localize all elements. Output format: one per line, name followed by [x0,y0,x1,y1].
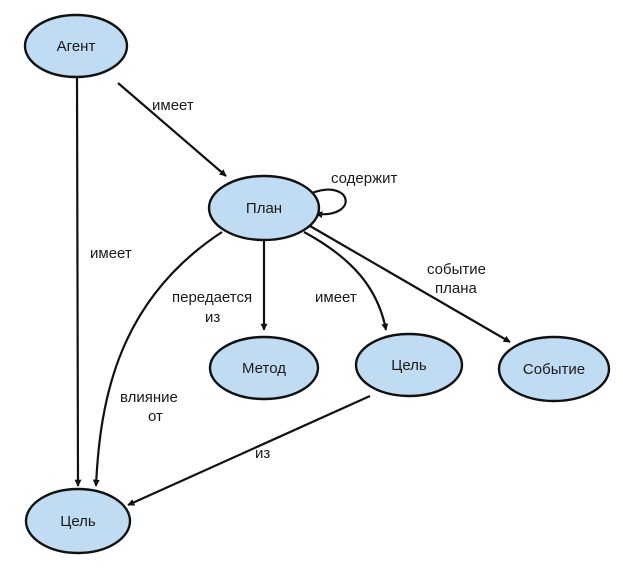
edge-plan-contains-self [311,188,347,219]
node-label-method: Метод [242,360,286,377]
node-goal-bottom: Цель [24,487,132,555]
label-plan-has-goal: имеет [315,289,357,306]
label-agent-has-plan: имеет [152,97,194,114]
node-label-event: Событие [523,361,585,378]
edge-label-text: имеет [90,245,132,262]
edge-goal-from-goal [127,394,371,507]
label-plan-passed-from: передается из [172,289,252,326]
edge-label-line1: передается [172,289,252,306]
label-goal-from: из [255,445,270,462]
edge-agent-has-goal [74,76,82,487]
edge-label-text: имеет [152,97,194,114]
label-plan-contains: содержит [331,170,398,187]
edge-plan-influence-goal [92,231,223,487]
label-plan-event: событие плана [427,261,486,297]
edge-label-text: содержит [331,170,398,187]
edge-plan-has-goal [303,231,389,331]
node-plan: План [207,174,321,242]
label-agent-has-goal: имеет [90,245,132,262]
edge-label-text: имеет [315,289,357,306]
edge-label-line1: событие [427,261,486,278]
edge-label-line1: влияние [120,389,178,406]
edge-label-text: из [255,445,270,462]
node-label-plan: План [246,200,282,217]
node-label-agent: Агент [57,38,96,55]
node-label-goal-mid: Цель [391,357,427,374]
edge-label-line2: плана [435,280,478,297]
node-event: Событие [497,335,611,403]
node-method: Метод [208,335,320,401]
edge-label-line2: из [205,309,220,326]
node-agent: Агент [23,13,129,79]
node-goal-mid: Цель [354,332,464,398]
edge-plan-event [309,225,511,343]
label-plan-influence: влияние от [120,389,178,425]
edge-label-line2: от [148,408,163,425]
edge-agent-has-plan [117,82,227,177]
node-label-goal-bottom: Цель [60,513,96,530]
